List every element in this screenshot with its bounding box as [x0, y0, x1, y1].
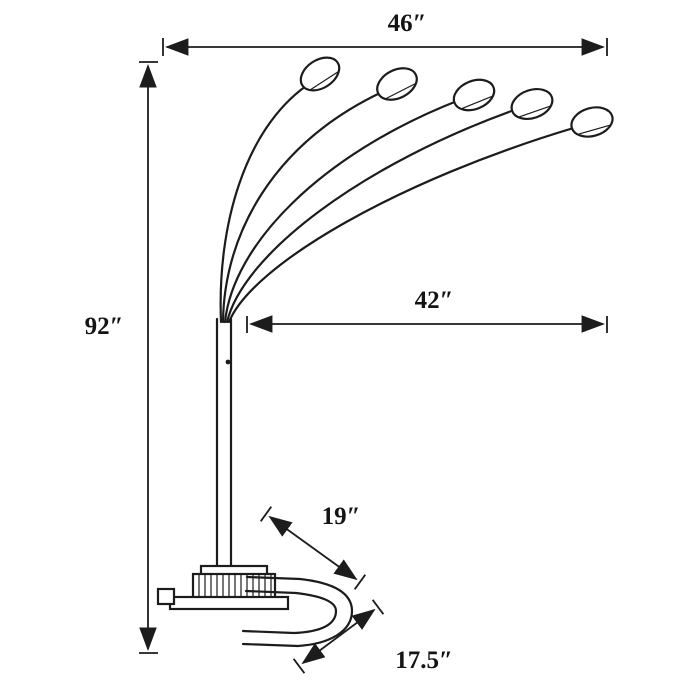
dimension-label-overall-height: 92″ [85, 313, 124, 340]
extension-tick [371, 599, 385, 615]
lamp-shade [570, 106, 614, 138]
lamp-head-4 [510, 88, 554, 120]
lamp-head-3 [452, 78, 496, 112]
lamp-head-2 [376, 67, 418, 101]
dimmer-switch-dot [225, 359, 231, 365]
dimension-base-width: 17.5″ [292, 599, 453, 674]
lamp-pole [215, 317, 233, 574]
shade-rim [519, 105, 550, 118]
lamp-base [156, 564, 290, 611]
shade-rim [310, 71, 339, 90]
lamp-shade [510, 88, 554, 120]
extension-tick [292, 658, 306, 674]
shade-rim [461, 95, 493, 109]
lamp-arm-4 [225, 107, 519, 324]
base-hatching [198, 575, 272, 597]
lamp-shade [299, 56, 341, 92]
dimension-arm-reach: 42″ [246, 287, 608, 333]
dimension-overall-width: 46″ [162, 10, 608, 56]
dimension-label-base-width: 17.5″ [395, 647, 453, 674]
dimension-arrow-line [301, 608, 376, 665]
lamp-shade [376, 67, 418, 101]
lamp-heads [299, 56, 614, 138]
base-left-foot [156, 587, 176, 606]
lamp-head-5 [570, 106, 614, 138]
dimension-base-depth: 19″ [259, 503, 367, 590]
extension-tick [259, 506, 273, 522]
shade-rim [578, 124, 610, 135]
extension-tick [353, 574, 367, 590]
lamp-arm-3 [223, 99, 459, 324]
lamp-arm-1 [219, 84, 308, 324]
dimension-overall-height: 92″ [85, 61, 158, 654]
lamp-arms [219, 84, 579, 324]
base-bottom-slab [168, 595, 290, 611]
dimension-label-base-depth: 19″ [322, 503, 361, 530]
lamp-shade [452, 78, 496, 112]
dimension-arrow-line [268, 515, 358, 581]
lamp-arm-5 [227, 125, 579, 324]
shade-rim [386, 83, 416, 99]
lamp-head-1 [299, 56, 341, 92]
dimension-label-overall-width: 46″ [388, 10, 427, 37]
lamp-arm-2 [221, 91, 382, 324]
dimension-label-arm-reach: 42″ [415, 287, 454, 314]
